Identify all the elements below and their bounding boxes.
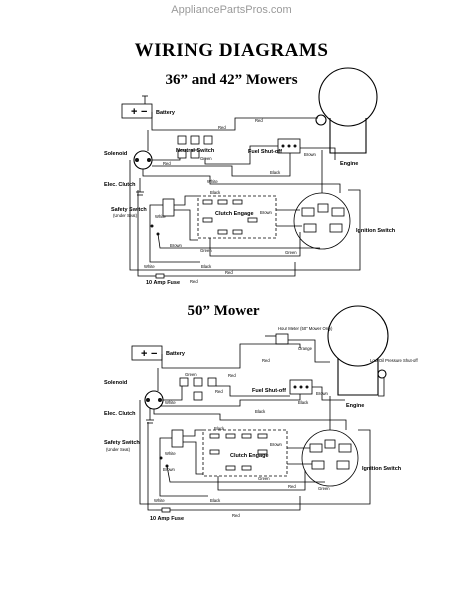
svg-text:White: White	[155, 214, 166, 219]
engine-label-2: Engine	[346, 403, 364, 409]
svg-text:Black: Black	[210, 190, 221, 195]
elec-clutch-2	[146, 408, 154, 424]
svg-text:Brown: Brown	[260, 210, 273, 215]
svg-text:Red: Red	[218, 125, 226, 130]
wire-labels-2: Red Orange Green Red Red White Black Bro…	[154, 346, 330, 518]
svg-text:Brown: Brown	[170, 243, 183, 248]
svg-text:Black: Black	[255, 409, 266, 414]
hour-meter	[265, 333, 289, 345]
svg-text:White: White	[144, 264, 155, 269]
svg-text:Black: Black	[210, 498, 221, 503]
ignition-switch-1	[293, 192, 351, 250]
engine-label-1: Engine	[340, 161, 358, 167]
engine-2	[327, 305, 389, 396]
elec-clutch-1	[136, 178, 144, 196]
wires-2	[139, 339, 385, 511]
hour-meter-label: Hour Meter (50” Mower Only)	[278, 326, 333, 331]
solenoid-label-2: Solenoid	[104, 380, 127, 386]
fuel-shutoff-label-1: Fuel Shut-off	[248, 149, 282, 155]
ignition-switch-label-1: Ignition Switch	[356, 228, 396, 234]
diagram1-heading: 36” and 42” Mowers	[165, 72, 298, 88]
svg-text:Red: Red	[215, 389, 223, 394]
low-oil-label: Low Oil Pressure Shut-off	[370, 358, 418, 363]
svg-text:Black: Black	[214, 426, 225, 431]
svg-text:+: +	[141, 348, 147, 360]
svg-text:Green: Green	[185, 372, 197, 377]
svg-text:White: White	[165, 451, 176, 456]
diagram2-heading: 50” Mower	[187, 303, 260, 319]
svg-text:White: White	[165, 400, 176, 405]
svg-text:Brown: Brown	[316, 391, 329, 396]
fuel-shutoff-label-2: Fuel Shut-off	[252, 388, 286, 394]
diagram1: + − Battery Solenoid Neutral Switch	[104, 67, 396, 286]
under-seat-label-1: (Under Seat)	[113, 213, 138, 218]
wire-labels-1: Red Red Green Red Brown Black White Blac…	[144, 118, 317, 284]
svg-text:Red: Red	[225, 270, 233, 275]
svg-text:White: White	[207, 179, 218, 184]
battery-2: + −	[131, 345, 163, 361]
svg-text:Green: Green	[318, 486, 330, 491]
wires-1	[129, 112, 361, 277]
svg-text:Red: Red	[255, 118, 263, 123]
fuse-2	[156, 507, 171, 513]
clutch-engage-2	[202, 429, 288, 477]
engine-1	[315, 67, 378, 154]
fuse-label-2: 10 Amp Fuse	[150, 516, 184, 522]
svg-text:Brown: Brown	[163, 467, 176, 472]
svg-text:Brown: Brown	[304, 152, 317, 157]
svg-text:Red: Red	[190, 279, 198, 284]
ignition-switch-label-2: Ignition Switch	[362, 466, 402, 472]
diagram2: Hour Meter (50” Mower Only) Low Oil Pres…	[104, 305, 418, 522]
svg-text:−: −	[141, 106, 147, 118]
svg-text:Black: Black	[298, 400, 309, 405]
clutch-engage-1	[197, 195, 277, 239]
page-title: WIRING DIAGRAMS	[134, 40, 329, 61]
watermark: AppliancePartsPros.com	[171, 4, 292, 16]
svg-text:Red: Red	[232, 513, 240, 518]
elec-clutch-label-1: Elec. Clutch	[104, 182, 136, 188]
svg-text:Green: Green	[285, 250, 297, 255]
svg-text:Green: Green	[200, 156, 212, 161]
svg-text:Red: Red	[228, 373, 236, 378]
clutch-engage-label-1: Clutch Engage	[215, 211, 254, 217]
fuse-label-1: 10 Amp Fuse	[146, 280, 180, 286]
svg-text:Brown: Brown	[270, 442, 283, 447]
safety-switch-2	[159, 429, 184, 468]
svg-text:Red: Red	[163, 161, 171, 166]
svg-text:−: −	[151, 348, 157, 360]
svg-text:Black: Black	[201, 264, 212, 269]
safety-switch-1	[150, 198, 175, 236]
battery-label-2: Battery	[166, 351, 186, 357]
fuel-shutoff-2	[289, 379, 313, 395]
solenoid-1	[133, 150, 153, 170]
neutral-switch-1	[177, 135, 213, 159]
safety-switch-label-1: Safety Switch	[111, 207, 147, 213]
svg-text:Red: Red	[288, 484, 296, 489]
svg-text:Orange: Orange	[298, 346, 313, 351]
fuse-1	[150, 273, 165, 279]
svg-text:Green: Green	[200, 248, 212, 253]
svg-text:Red: Red	[262, 358, 270, 363]
ignition-switch-2	[301, 429, 359, 487]
neutral-switch-label-1: Neutral Switch	[176, 148, 215, 154]
solenoid-label-1: Solenoid	[104, 151, 127, 157]
battery-label-1: Battery	[156, 110, 176, 116]
svg-text:Green: Green	[258, 476, 270, 481]
clutch-engage-label-2: Clutch Engage	[230, 453, 269, 459]
svg-text:+: +	[131, 106, 137, 118]
svg-text:White: White	[154, 498, 165, 503]
svg-text:Black: Black	[270, 170, 281, 175]
under-seat-label-2: (Under Seat)	[106, 447, 131, 452]
safety-switch-label-2: Safety Switch	[104, 440, 140, 446]
battery-1: + −	[121, 95, 153, 119]
neutral-switch-2	[179, 377, 217, 401]
elec-clutch-label-2: Elec. Clutch	[104, 411, 136, 417]
